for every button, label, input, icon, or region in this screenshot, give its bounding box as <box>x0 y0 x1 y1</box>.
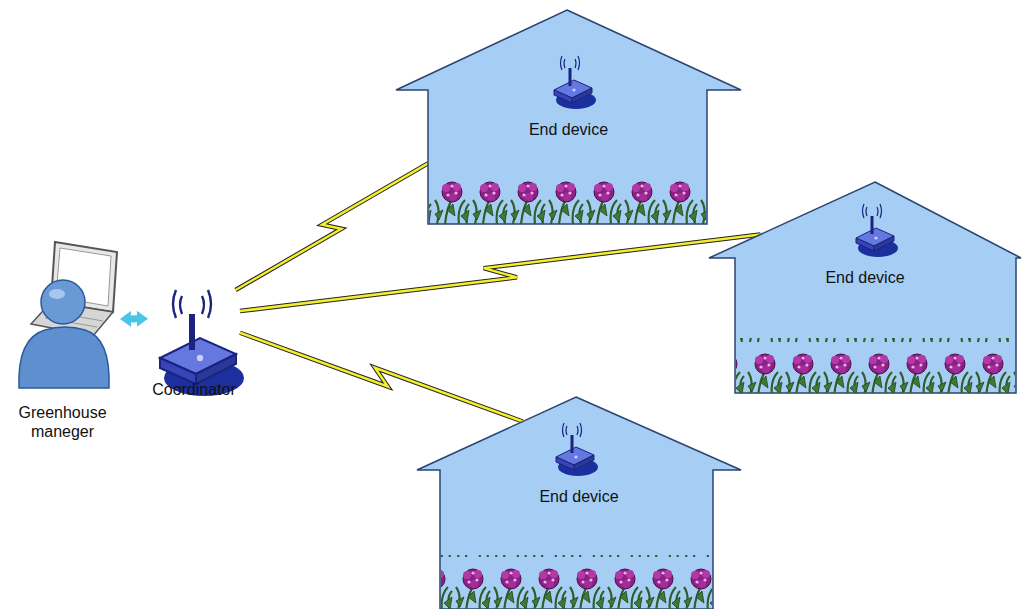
node-illustration <box>708 180 1022 393</box>
end-device-icon <box>856 204 898 257</box>
laptop-icon <box>31 242 117 336</box>
greenhouse-outline <box>396 10 741 224</box>
link-outline <box>236 163 428 290</box>
link-outline <box>240 333 523 422</box>
person-icon <box>19 280 109 388</box>
arrow-head <box>137 311 148 327</box>
end-device-icon <box>554 56 596 109</box>
wireless-link <box>240 234 761 311</box>
coordinator-icon <box>160 290 244 396</box>
data-arrow <box>120 311 148 327</box>
node-label: Coordinator <box>152 380 236 399</box>
node-label: End device <box>825 268 904 287</box>
greenhouse-outline <box>417 397 741 609</box>
node-label: Greenhouse maneger <box>11 403 115 441</box>
node-label: End device <box>529 120 608 139</box>
link-bolt <box>240 333 523 422</box>
coordinator: Coordinator <box>148 290 240 400</box>
node-illustration <box>395 8 742 224</box>
node-label: End device <box>539 487 618 506</box>
flower-bed <box>736 338 1015 393</box>
arrow-shaft <box>131 315 137 322</box>
flower-bed <box>441 555 712 609</box>
link-bolt <box>236 163 428 290</box>
wireless-link <box>240 333 523 422</box>
wireless-link <box>236 163 428 290</box>
greenhouse: End device <box>395 8 742 224</box>
greenhouse-outline <box>709 182 1021 393</box>
arrow-head <box>120 311 131 327</box>
greenhouse-manager: Greenhouse maneger <box>5 238 120 448</box>
greenhouse: End device <box>708 180 1022 393</box>
end-device-icon <box>556 423 598 476</box>
greenhouse: End device <box>416 395 742 609</box>
link-outline <box>240 234 761 311</box>
flower-bed <box>429 170 706 224</box>
link-bolt <box>240 234 761 311</box>
